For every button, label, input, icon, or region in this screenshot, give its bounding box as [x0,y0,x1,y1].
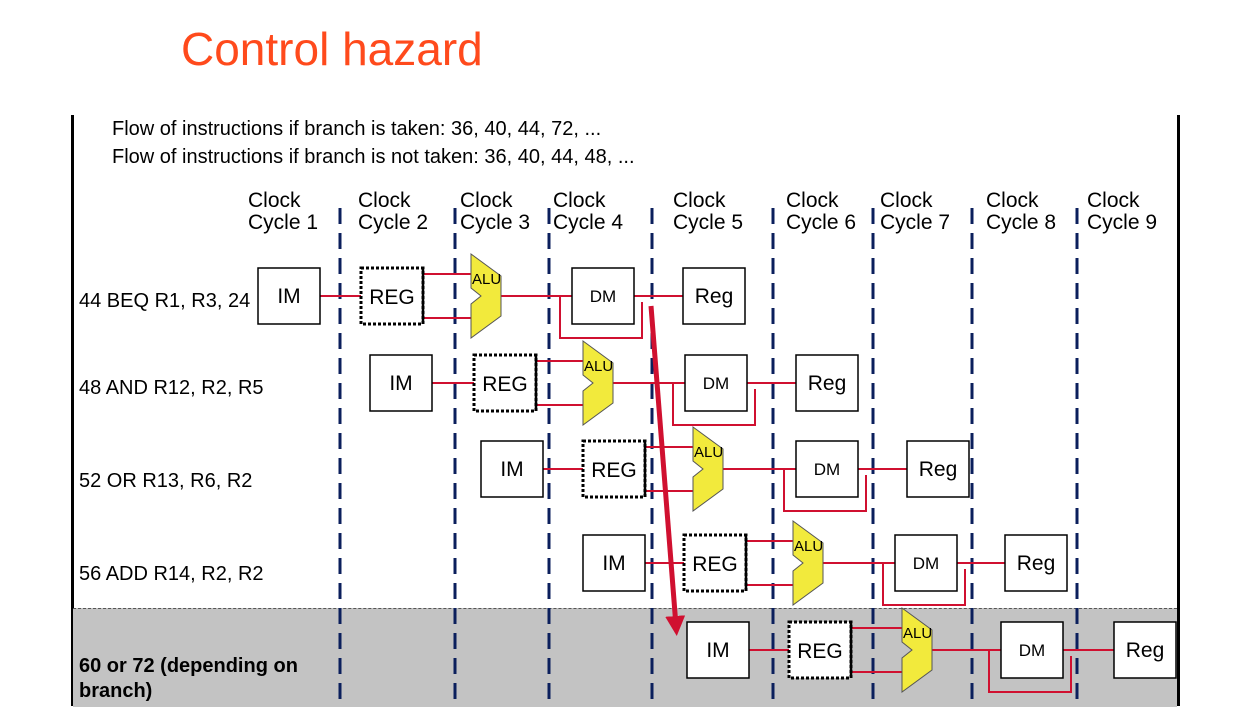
alu-stage-label: ALU [903,625,932,642]
instruction-label: 48 AND R12, R2, R5 [79,377,264,399]
pipeline-wire [672,383,756,426]
im-stage-box [257,267,321,325]
im-stage-box [369,354,433,412]
instruction-label: 56 ADD R14, R2, R2 [79,563,264,585]
reg-stage-box [359,266,425,326]
instruction-label-continued: branch) [79,680,153,702]
reg-stage-label: REG [369,286,415,309]
frame-right-border [1177,115,1180,706]
alu-stage-shape [692,426,724,512]
alu-stage-shape [792,520,824,606]
dm-stage-box [894,534,958,592]
dm-stage-label: DM [1019,641,1045,660]
writeback-stage-box [1004,534,1068,592]
im-stage-box [582,534,646,592]
pipeline-row: IM REG ALU DM Reg [582,520,1068,606]
dm-stage-label: DM [913,554,939,573]
alu-stage-label: ALU [694,444,723,461]
flow-taken-text: Flow of instructions if branch is taken:… [112,118,602,140]
writeback-stage-label: Reg [1017,552,1056,575]
reg-stage-box [682,533,748,593]
reg-stage-label: REG [591,459,637,482]
writeback-stage-box [795,354,859,412]
alu-stage-shape [901,607,933,693]
reg-stage-box [581,439,647,499]
writeback-stage-box [906,440,970,498]
alu-stage-label: ALU [472,271,501,288]
pipeline-row: IM REG ALU DM Reg [480,426,970,512]
pipeline-wire [988,650,1072,693]
instruction-label: 60 or 72 (depending on [79,655,298,677]
pipeline-wire [882,563,966,606]
slide-title: Control hazard [181,23,483,75]
pipeline-row: IM REG ALU DM Reg [257,253,746,339]
dm-stage-box [1000,621,1064,679]
frame-left-border [71,115,74,706]
writeback-stage-label: Reg [1126,639,1165,662]
alu-stage-label: ALU [584,358,613,375]
writeback-stage-box [682,267,746,325]
im-stage-box [686,621,750,679]
dm-stage-box [795,440,859,498]
im-stage-label: IM [706,639,729,662]
alu-stage-label: ALU [794,538,823,555]
dm-stage-label: DM [814,460,840,479]
pipeline-wire [783,469,867,512]
pipeline-row: IM REG ALU DM Reg [686,607,1177,693]
im-stage-label: IM [602,552,625,575]
writeback-stage-label: Reg [695,285,734,308]
instruction-label: 44 BEQ R1, R3, 24 [79,290,251,312]
flow-not-taken-text: Flow of instructions if branch is not ta… [112,146,635,168]
reg-stage-label: REG [692,553,738,576]
branch-target-band [73,608,1177,707]
alu-stage-shape [582,340,614,426]
branch-resolution-arrow [648,305,686,636]
dm-stage-box [684,354,748,412]
pipeline-row: IM REG ALU DM Reg [369,340,859,426]
im-stage-box [480,440,544,498]
reg-stage-label: REG [482,373,528,396]
writeback-stage-box [1113,621,1177,679]
reg-stage-label: REG [797,640,843,663]
alu-stage-shape [470,253,502,339]
writeback-stage-label: Reg [919,458,958,481]
im-stage-label: IM [500,458,523,481]
im-stage-label: IM [389,372,412,395]
writeback-stage-label: Reg [808,372,847,395]
dm-stage-box [571,267,635,325]
dm-stage-label: DM [590,287,616,306]
pipeline-wire [559,296,643,339]
im-stage-label: IM [277,285,300,308]
dm-stage-label: DM [703,374,729,393]
instruction-label: 52 OR R13, R6, R2 [79,470,253,492]
